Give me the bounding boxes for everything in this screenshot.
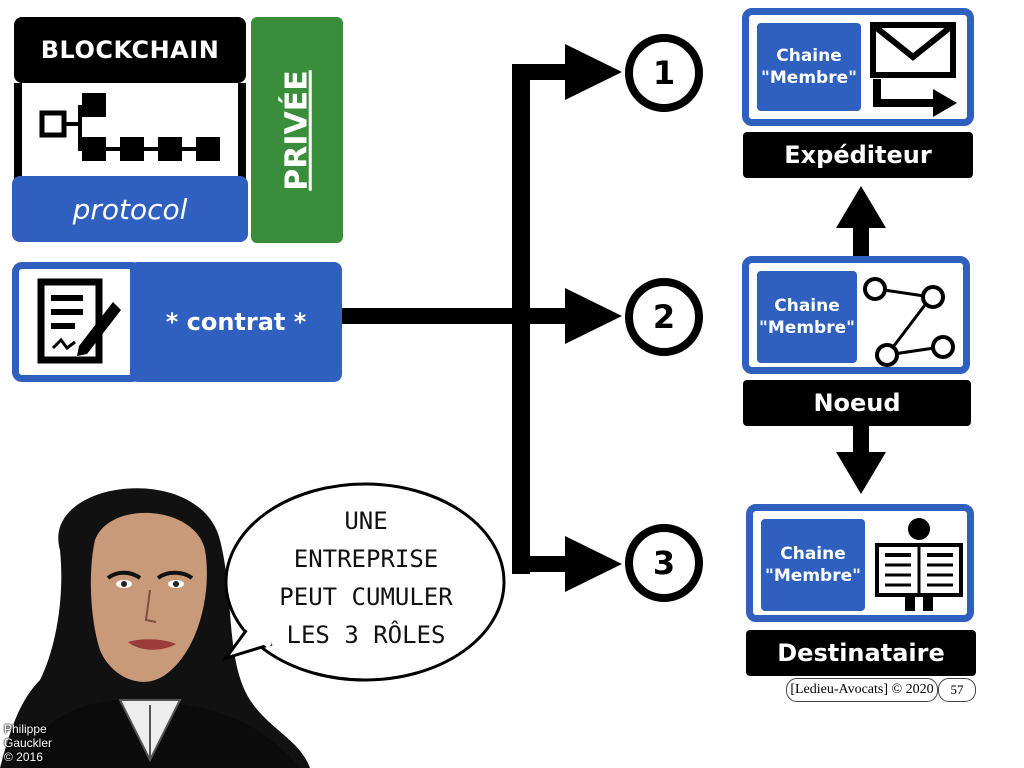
contract-icon-frame <box>12 262 142 382</box>
artist-credit: Philippe Gauckler © 2016 <box>4 722 84 764</box>
blockchain-icon <box>39 93 220 161</box>
footer-credit: [Ledieu-Avocats] © 2020 <box>790 682 934 697</box>
step-circle-1: 1 <box>625 34 703 112</box>
person-reading-newspaper-icon <box>875 518 963 611</box>
role-label-expediteur: Expéditeur <box>743 132 973 178</box>
artist-credit-line: Philippe <box>4 722 47 736</box>
speech-bubble-text: UNE ENTREPRISE PEUT CUMULER LES 3 RÔLES <box>238 502 494 654</box>
speech-bubble <box>222 482 506 682</box>
contract-pen-icon <box>37 278 121 364</box>
protocol-label: protocol <box>12 176 248 242</box>
bubble-line: LES 3 RÔLES <box>286 621 446 649</box>
network-nodes-icon <box>863 277 955 367</box>
role-label-noeud: Noeud <box>743 380 971 426</box>
blockchain-diagram <box>14 83 246 179</box>
bubble-line: PEUT CUMULER <box>279 583 453 611</box>
role-label-destinataire: Destinataire <box>746 630 976 676</box>
privee-label: PRIVÉE <box>279 69 315 191</box>
chaine-membre-label: Chaine "Membre" <box>757 271 857 363</box>
artist-credit-line: Gauckler <box>4 736 53 750</box>
footer-credit-frame: [Ledieu-Avocats] © 2020 <box>786 678 938 702</box>
role-frame-noeud: Chaine "Membre" <box>742 256 970 374</box>
blockchain-label: BLOCKCHAIN <box>14 17 246 83</box>
chaine-membre-label: Chaine "Membre" <box>757 23 861 111</box>
artist-credit-line: © 2016 <box>4 750 43 764</box>
contrat-label: * contrat * <box>130 262 342 382</box>
privee-badge: PRIVÉE <box>251 17 343 243</box>
step-circle-3: 3 <box>625 524 703 602</box>
bubble-line: ENTREPRISE <box>293 545 439 573</box>
chaine-membre-label: Chaine "Membre" <box>761 519 865 611</box>
role-frame-expediteur: Chaine "Membre" <box>742 8 974 126</box>
step-circle-2: 2 <box>625 278 703 356</box>
page-number: 57 <box>938 678 976 702</box>
role-frame-destinataire: Chaine "Membre" <box>746 504 974 622</box>
lawyer-character-illustration <box>0 488 310 768</box>
envelope-send-icon <box>870 22 957 117</box>
bubble-line: UNE <box>344 507 388 535</box>
